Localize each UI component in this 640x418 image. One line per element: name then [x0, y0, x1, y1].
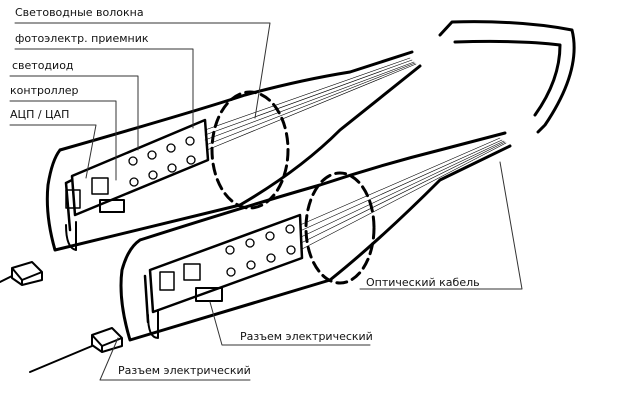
lower-adc-chip	[159, 271, 175, 291]
lower-probe	[119, 131, 512, 342]
external-connectors	[0, 261, 123, 373]
lower-fibers	[299, 137, 507, 250]
label-led: светодиод	[12, 59, 74, 72]
leader-lines	[9, 22, 523, 381]
upper-led-array	[128, 136, 196, 187]
upper-connector-socket	[99, 199, 125, 213]
lower-cross-section	[304, 171, 376, 285]
lower-circuit-board	[148, 213, 304, 314]
upper-adc-chip	[65, 189, 81, 209]
label-photodetector: фотоэлектр. приемник	[15, 32, 149, 45]
label-adc-dac: АЦП / ЦАП	[10, 108, 70, 121]
label-connector-lower: Разъем электрический	[118, 364, 251, 377]
upper-circuit-board	[70, 118, 210, 217]
optical-cable	[438, 20, 576, 134]
lower-controller-chip	[183, 263, 201, 281]
upper-controller-chip	[91, 177, 109, 195]
lower-connector-socket	[195, 287, 223, 302]
label-connector-upper: Разъем электрический	[240, 330, 373, 343]
upper-cross-section	[210, 90, 290, 210]
label-fibers: Световодные волокна	[15, 6, 144, 19]
upper-fibers	[204, 57, 417, 151]
label-optical-cable: Оптический кабель	[366, 276, 480, 289]
upper-probe	[45, 50, 422, 252]
label-controller: контроллер	[10, 84, 79, 97]
lower-led-array	[225, 224, 296, 277]
